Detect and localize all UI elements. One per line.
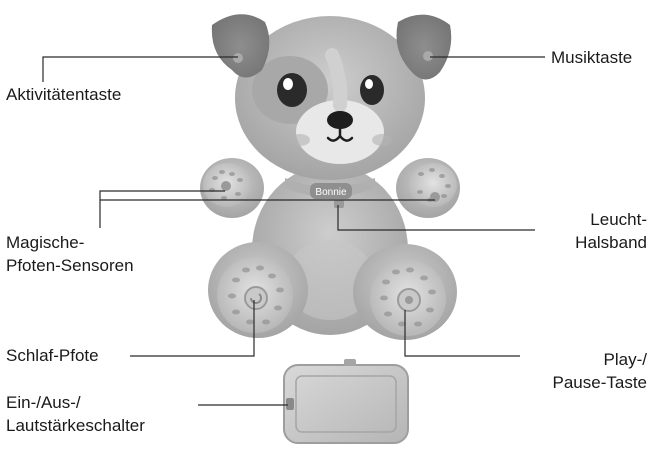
label-light-collar-1: Leucht- xyxy=(590,209,647,231)
label-magic-paw-sensors-1: Magische- xyxy=(6,232,84,254)
collar-tag-text: Bonnie xyxy=(315,187,347,198)
label-magic-paw-sensors-2: Pfoten-Sensoren xyxy=(6,255,134,277)
label-play-pause-1: Play-/ xyxy=(604,349,647,371)
label-music-button: Musiktaste xyxy=(551,47,632,69)
label-power-volume-2: Lautstärkeschalter xyxy=(6,415,145,437)
leader-activity-button xyxy=(43,57,238,82)
battery-box xyxy=(284,359,408,443)
left-ear-activity-button[interactable] xyxy=(212,14,270,77)
power-volume-switch[interactable] xyxy=(286,398,294,410)
label-power-volume-1: Ein-/Aus-/ xyxy=(6,392,81,414)
label-light-collar-2: Halsband xyxy=(575,232,647,254)
label-play-pause-2: Pause-Taste xyxy=(553,372,648,394)
label-sleep-paw: Schlaf-Pfote xyxy=(6,345,99,367)
label-activity-button: Aktivitätentaste xyxy=(6,84,121,106)
right-front-paw[interactable] xyxy=(396,158,460,218)
left-foot xyxy=(208,242,308,338)
left-front-paw[interactable] xyxy=(200,158,264,218)
